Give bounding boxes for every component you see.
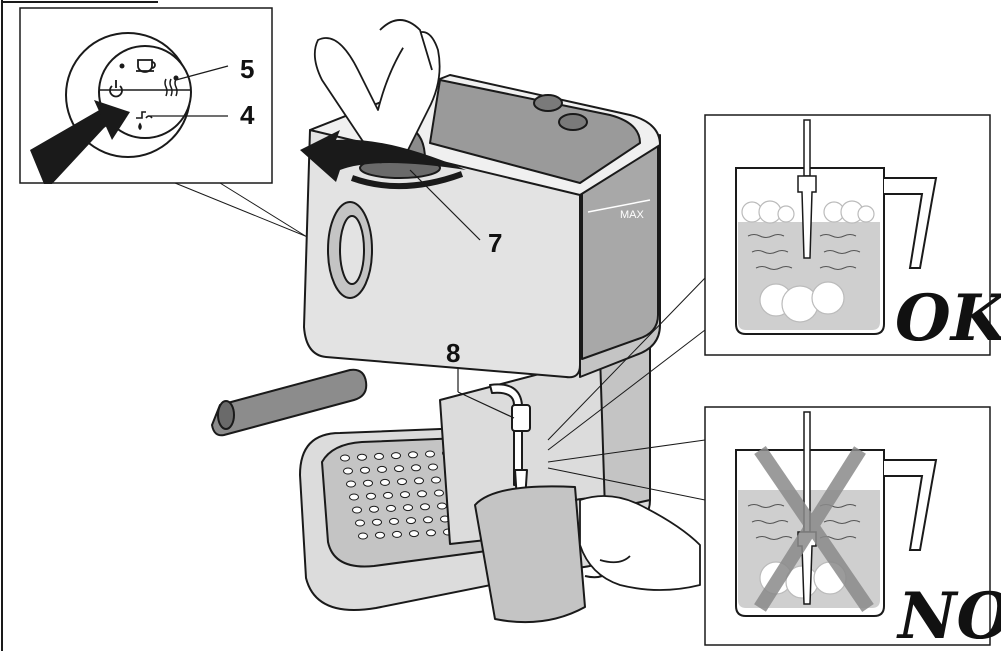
grille-hole	[428, 463, 438, 471]
leader-7	[409, 169, 481, 241]
grille-hole	[400, 491, 410, 499]
hot-water-icon	[136, 111, 153, 131]
portafilter-handle	[211, 368, 368, 437]
grille-hole	[397, 478, 407, 486]
grille-hole	[406, 517, 416, 525]
grille-hole	[343, 467, 353, 475]
grille-hole	[374, 452, 384, 460]
callout-8: 8	[446, 338, 460, 368]
grille-hole	[391, 452, 401, 460]
grille-hole	[423, 516, 433, 524]
grille-hole	[392, 530, 402, 538]
no-milk-waves	[747, 504, 861, 540]
grille-hole	[366, 492, 376, 500]
callout-4: 4	[240, 100, 255, 130]
espresso-machine: MAX	[211, 74, 661, 624]
grille-hole	[386, 504, 396, 512]
max-line	[587, 199, 651, 213]
steam-wand-nozzle	[511, 404, 531, 432]
grille-hole	[352, 506, 362, 514]
ok-verdict: OK	[895, 281, 1001, 356]
hand-jug	[579, 495, 701, 591]
arrow-push-icon	[30, 100, 130, 184]
grille-hole	[437, 502, 447, 510]
callout-7: 7	[488, 228, 502, 258]
side-control-dial-inner	[339, 215, 365, 285]
hand-top	[313, 19, 441, 155]
grille-hole	[357, 453, 367, 461]
cross-mark-icon	[754, 446, 874, 612]
leader-8b	[457, 391, 515, 419]
grille-hole	[383, 491, 393, 499]
grille-hole	[380, 478, 390, 486]
grille-hole	[417, 490, 427, 498]
inset-leader-a	[174, 182, 321, 243]
cup-warmer-hole-2	[558, 113, 588, 131]
ok-jug-outline	[735, 167, 885, 335]
grille-hole	[420, 503, 430, 511]
ok-bubbles	[741, 200, 875, 323]
grille-hole	[414, 477, 424, 485]
knob-dot-top	[119, 63, 125, 69]
portafilter-cap	[217, 400, 235, 430]
grille-hole	[349, 493, 359, 501]
no-verdict: NO	[896, 579, 1001, 651]
machine-top-right	[429, 79, 641, 184]
grille-hole	[411, 464, 421, 472]
knob-inset: 5 4	[19, 7, 273, 184]
grille-hole	[360, 466, 370, 474]
ok-wand	[803, 119, 811, 177]
water-tank	[581, 144, 659, 360]
milk-jug	[474, 485, 586, 624]
no-panel: NO	[704, 406, 1001, 651]
grille-hole	[377, 465, 387, 473]
panel-leader-no	[547, 439, 706, 463]
grille-hole	[358, 532, 368, 540]
ok-milk-waves	[747, 234, 861, 270]
grille-hole	[431, 476, 441, 484]
grille-hole	[372, 518, 382, 526]
cup-icon	[136, 59, 156, 73]
column-side	[599, 344, 651, 511]
panel-leader-ok-b	[547, 329, 706, 451]
grille-hole	[403, 504, 413, 512]
grille-hole	[369, 505, 379, 513]
panel-leader-ok	[547, 277, 706, 441]
no-jug-handle	[884, 459, 938, 551]
grille-hole	[340, 454, 350, 462]
steam-icon	[164, 78, 178, 97]
grille-hole	[434, 489, 444, 497]
grille-hole	[375, 531, 385, 539]
cup-warmer-hole-1	[533, 94, 563, 112]
grille-hole	[408, 451, 418, 459]
grille-hole	[425, 450, 435, 458]
callout-5: 5	[240, 54, 254, 84]
ok-jug-handle	[884, 177, 938, 269]
grille-hole	[426, 529, 436, 537]
panel-leader-no-b	[547, 467, 706, 501]
grille-hole	[363, 479, 373, 487]
grille-hole	[389, 517, 399, 525]
grille-hole	[355, 519, 365, 527]
leader-5	[175, 65, 229, 81]
grille-hole	[409, 530, 419, 538]
ok-panel: OK	[704, 114, 1001, 356]
no-jug-outline	[735, 449, 885, 617]
max-label: MAX	[620, 209, 645, 221]
grille-hole	[394, 465, 404, 473]
power-icon	[109, 80, 123, 98]
arrow-rotate-icon	[300, 130, 466, 190]
ok-wand-nozzle	[797, 175, 817, 259]
grille-hole	[346, 480, 356, 488]
